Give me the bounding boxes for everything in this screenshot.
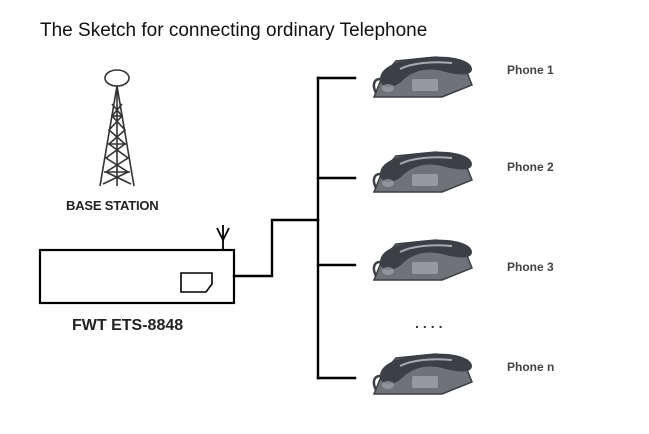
phone-label: Phone 1 — [507, 63, 554, 77]
base-station-label: BASE STATION — [66, 198, 159, 213]
more-phones-ellipsis: .... — [415, 315, 447, 331]
telephone-icon — [372, 151, 473, 193]
telephone-icon — [372, 353, 473, 395]
diagram-title: The Sketch for connecting ordinary Telep… — [40, 20, 428, 41]
device-antenna-icon — [216, 225, 230, 250]
telephone-icon — [372, 56, 473, 98]
fwt-terminal-device — [38, 225, 236, 305]
base-station-tower-icon — [99, 69, 135, 187]
connection-lines — [232, 76, 357, 380]
display-panel-icon — [180, 272, 213, 293]
phone-label: Phone n — [507, 360, 555, 374]
phone-label: Phone 3 — [507, 260, 554, 274]
device-label: FWT ETS-8848 — [72, 317, 184, 334]
phone-label: Phone 2 — [507, 160, 554, 174]
telephone-icon — [372, 239, 473, 281]
